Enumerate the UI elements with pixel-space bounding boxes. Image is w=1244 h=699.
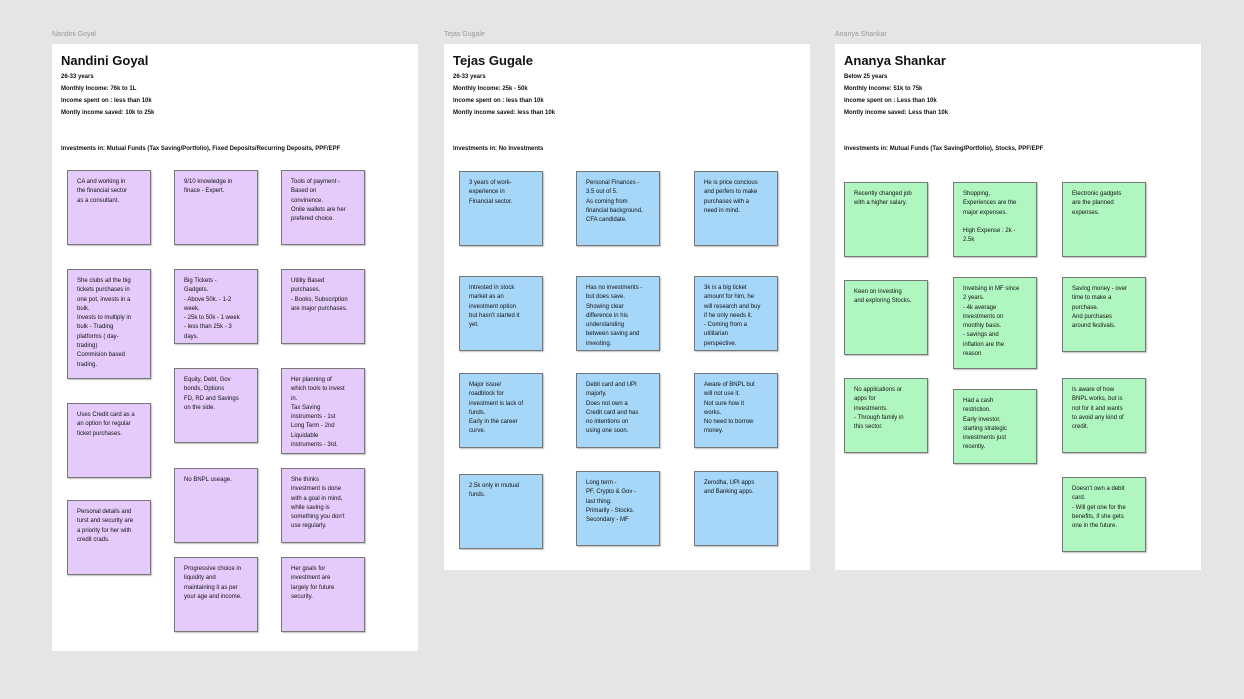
sticky-note[interactable]: Big Tickets - Gadgets. - Above 50k. - 1-… [174, 269, 258, 344]
sticky-note[interactable]: 3 years of work- experience in Financial… [459, 171, 543, 246]
sticky-note[interactable]: Uses Credit card as a an option for regu… [67, 403, 151, 478]
sticky-note[interactable]: Long term - PF, Crypto & Gov - last thin… [576, 471, 660, 546]
sticky-note[interactable]: Debit card and UPI majorly. Does not own… [576, 373, 660, 448]
persona-name: Tejas Gugale [453, 53, 533, 68]
sticky-note[interactable]: 2.5k only in mutual funds. [459, 474, 543, 549]
sticky-note[interactable]: Tools of payment - Based on convinence. … [281, 170, 365, 245]
persona-frame-tejas[interactable]: Tejas Gugale 26-33 years Monthly Income:… [444, 44, 810, 570]
persona-income: Monthly Income: 25k - 50k [453, 86, 528, 92]
sticky-note[interactable]: Is aware of how BNPL works, but is not f… [1062, 378, 1146, 453]
persona-name: Nandini Goyal [61, 53, 149, 68]
sticky-note[interactable]: Recently changed job with a higher salar… [844, 182, 928, 257]
sticky-note[interactable]: Zerodha, UPI apps and Banking apps. [694, 471, 778, 546]
sticky-note[interactable]: CA and working in the financial sector a… [67, 170, 151, 245]
persona-spent: Income spent on : Less than 10k [844, 98, 937, 104]
sticky-note[interactable]: Personal Finances - 3.5 out of 5. As com… [576, 171, 660, 246]
persona-frame-ananya[interactable]: Ananya Shankar Below 25 years Monthly In… [835, 44, 1201, 570]
sticky-note[interactable]: She clubs all the big tickets purchases … [67, 269, 151, 379]
persona-saved: Montly income saved: 10k to 25k [61, 110, 155, 116]
persona-investments: Investments in: No Investments [453, 146, 544, 152]
sticky-note[interactable]: Doesn't own a debit card. - Will get one… [1062, 477, 1146, 552]
frame-label-ananya[interactable]: Ananya Shankar [835, 31, 887, 38]
sticky-note[interactable]: 9/10 knowledge in finace - Expert. [174, 170, 258, 245]
persona-investments: Investments in: Mutual Funds (Tax Saving… [844, 146, 1044, 152]
persona-income: Monthly Income: 76k to 1L [61, 86, 137, 92]
frame-label-tejas[interactable]: Tejas Gugale [444, 31, 485, 38]
persona-age: 26-33 years [453, 74, 486, 80]
persona-spent: Income spent on : less than 10k [453, 98, 544, 104]
sticky-note[interactable]: Has no investments - but does save. Show… [576, 276, 660, 351]
sticky-note[interactable]: Progressive choice in liquidity and main… [174, 557, 258, 632]
sticky-note[interactable]: Had a cash restriction. Early investor, … [953, 389, 1037, 464]
sticky-note[interactable]: Shopping, Experiences are the major expe… [953, 182, 1037, 257]
sticky-note[interactable]: Saving money - over time to make a purch… [1062, 277, 1146, 352]
persona-age: Below 25 years [844, 74, 888, 80]
sticky-note[interactable]: 3k is a big ticket amount for him, he wi… [694, 276, 778, 351]
persona-income: Monthly Income: 51k to 75k [844, 86, 923, 92]
sticky-note[interactable]: Intrested in stock market as an investme… [459, 276, 543, 351]
sticky-note[interactable]: Personal details and turst and security … [67, 500, 151, 575]
sticky-note[interactable]: Invetsing in MF since 2 years. - 4k aver… [953, 277, 1037, 369]
sticky-note[interactable]: Keen on investing and exploring Stocks. [844, 280, 928, 355]
sticky-note[interactable]: Her goals for investment are largely for… [281, 557, 365, 632]
persona-frame-nandini[interactable]: Nandini Goyal 26-33 years Monthly Income… [52, 44, 418, 651]
sticky-note[interactable]: Her planning of which tools to invest in… [281, 368, 365, 454]
persona-spent: Income spent on : less than 10k [61, 98, 152, 104]
sticky-note[interactable]: He is price concious and perfers to make… [694, 171, 778, 246]
persona-saved: Montly income saved: less than 10k [453, 110, 556, 116]
sticky-note[interactable]: No applications or apps for investments.… [844, 378, 928, 453]
persona-age: 26-33 years [61, 74, 94, 80]
sticky-note[interactable]: Utility Based purchases. - Books, Subscr… [281, 269, 365, 344]
sticky-note[interactable]: Major issue/ roadblock for investment is… [459, 373, 543, 448]
sticky-note[interactable]: Aware of BNPL but will not use it. Not s… [694, 373, 778, 448]
persona-investments: Investments in: Mutual Funds (Tax Saving… [61, 146, 341, 152]
persona-name: Ananya Shankar [844, 53, 946, 68]
sticky-note[interactable]: No BNPL useage. [174, 468, 258, 543]
sticky-note[interactable]: Equity, Debt, Gov bonds, Options FD, RD … [174, 368, 258, 443]
sticky-note[interactable]: She thinks investment is done with a goa… [281, 468, 365, 543]
persona-saved: Montly income saved: Less than 10k [844, 110, 949, 116]
sticky-note[interactable]: Electronic gadgets are the planned expen… [1062, 182, 1146, 257]
frame-label-nandini[interactable]: Nandini Goyal [52, 31, 96, 38]
